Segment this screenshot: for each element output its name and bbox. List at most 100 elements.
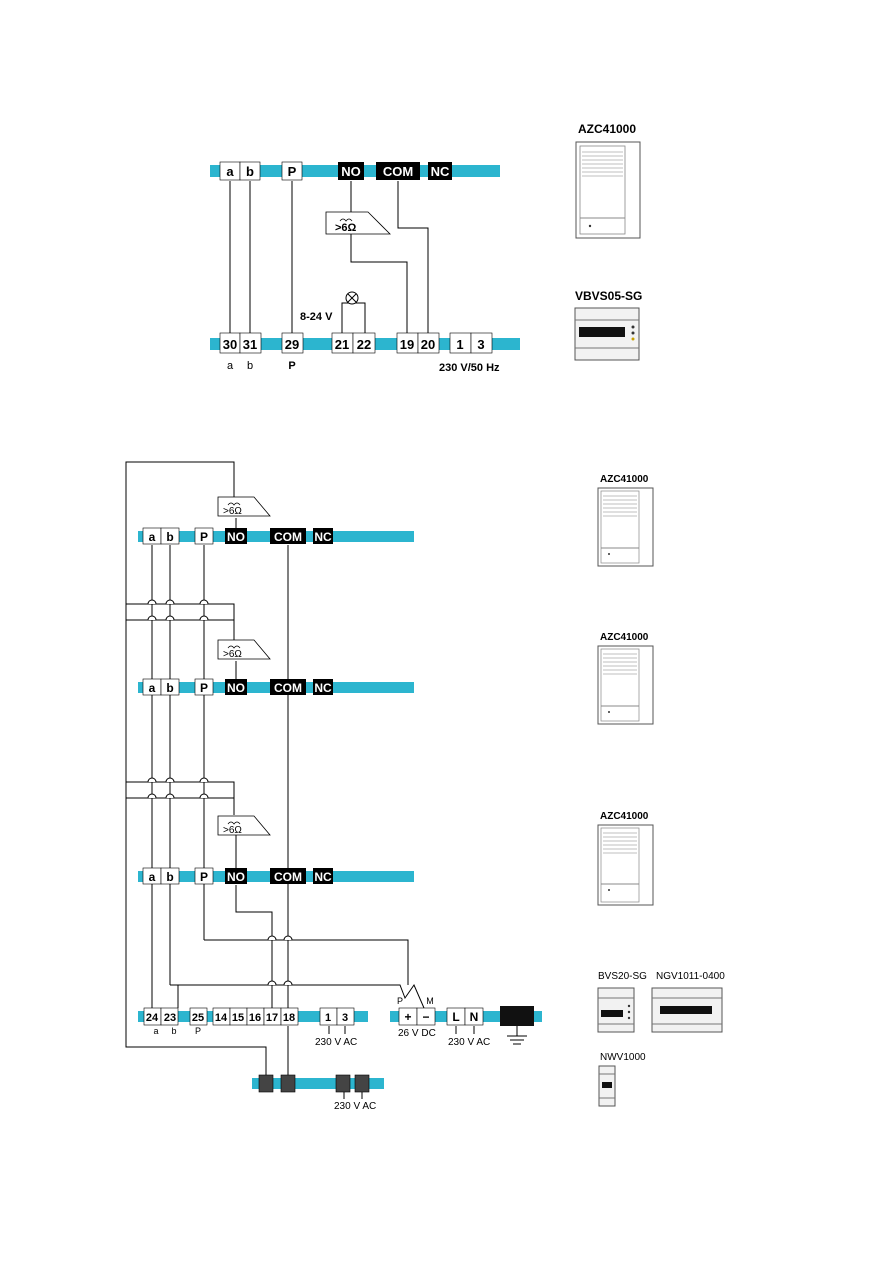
terminal-14: 14 bbox=[215, 1012, 228, 1024]
rail-bottom bbox=[252, 1078, 384, 1089]
lamp-icon bbox=[345, 291, 359, 305]
supply-ac-label: 230 V AC bbox=[315, 1037, 357, 1048]
terminal-no: NO bbox=[227, 870, 245, 884]
terminal-com: COM bbox=[274, 530, 302, 544]
terminal-com: COM bbox=[383, 164, 413, 179]
terminal-p: P bbox=[200, 530, 208, 544]
terminal-nc: NC bbox=[314, 870, 332, 884]
terminal-no: NO bbox=[227, 681, 245, 695]
terminal-a: a bbox=[149, 530, 156, 544]
sublabel-b: b bbox=[171, 1026, 176, 1036]
supply-label: 230 V/50 Hz bbox=[439, 362, 500, 374]
station-3-terminals: a b P NO COM NC bbox=[142, 867, 333, 885]
terminal-no: NO bbox=[341, 164, 361, 179]
bottom-rail-blocks bbox=[258, 1074, 370, 1093]
terminal-19: 19 bbox=[400, 337, 414, 352]
terminal-21: 21 bbox=[335, 337, 349, 352]
network-unit-icon bbox=[598, 1065, 616, 1107]
door-station-icon bbox=[575, 141, 641, 239]
dc-label-m: M bbox=[426, 996, 434, 1006]
terminal-18: 18 bbox=[283, 1012, 295, 1024]
device-label-door-unit: AZC41000 bbox=[578, 122, 636, 136]
wires bbox=[125, 461, 475, 1099]
diagram-1: 8-24 V >6Ω a b P NO COM NC 30 31 bbox=[210, 122, 642, 374]
terminal-l: L bbox=[452, 1010, 459, 1024]
terminal-p: P bbox=[200, 870, 208, 884]
bus-supply-icon bbox=[597, 987, 635, 1033]
supply-terminals: 24 23 25 14 15 16 17 18 1 3 bbox=[143, 1007, 355, 1026]
terminal-a: a bbox=[149, 870, 156, 884]
ground-icon bbox=[500, 1006, 534, 1045]
terminal-a: a bbox=[149, 681, 156, 695]
terminal-nc: NC bbox=[431, 164, 450, 179]
bottom-rail-label: 230 V AC bbox=[334, 1101, 376, 1112]
power-supply-icon bbox=[651, 987, 723, 1033]
terminal-15: 15 bbox=[232, 1012, 244, 1024]
terminal-plus: + bbox=[404, 1010, 411, 1024]
resistor-label-3: >6Ω bbox=[223, 825, 242, 836]
station-2-terminals: a b P NO COM NC bbox=[142, 678, 333, 696]
dc-voltage-label: 26 V DC bbox=[398, 1028, 436, 1039]
terminal-b: b bbox=[166, 530, 173, 544]
sublabel-p: P bbox=[195, 1026, 201, 1036]
bottom-terminal-strip: 30 31 29 21 22 19 20 1 3 bbox=[219, 332, 493, 354]
device-label-station-3: AZC41000 bbox=[600, 811, 649, 822]
device-label-station-1: AZC41000 bbox=[600, 474, 649, 485]
terminal-b: b bbox=[166, 870, 173, 884]
terminal-17: 17 bbox=[266, 1012, 278, 1024]
terminal-29: 29 bbox=[285, 337, 299, 352]
terminal-com: COM bbox=[274, 681, 302, 695]
ac-terminals: L N bbox=[446, 1007, 484, 1026]
resistor-symbol-1: >6Ω bbox=[217, 496, 271, 517]
door-station-icon-3 bbox=[597, 824, 654, 906]
resistor-symbol: >6Ω bbox=[325, 211, 391, 235]
diagram-2: >6Ω >6Ω >6Ω a b P NO COM NC bbox=[125, 461, 725, 1112]
terminal-p: P bbox=[288, 164, 297, 179]
device-label-supply-unit: VBVS05-SG bbox=[575, 289, 642, 303]
resistor-label-2: >6Ω bbox=[223, 649, 242, 660]
dc-terminals: + − bbox=[398, 1007, 436, 1026]
device-label-bus-supply: BVS20-SG bbox=[598, 971, 647, 982]
sublabel-a: a bbox=[153, 1026, 158, 1036]
terminal-1: 1 bbox=[456, 337, 463, 352]
terminal-a: a bbox=[226, 164, 234, 179]
terminal-nc: NC bbox=[314, 530, 332, 544]
sublabel-p: P bbox=[288, 360, 295, 372]
terminal-3: 3 bbox=[477, 337, 484, 352]
terminal-16: 16 bbox=[249, 1012, 261, 1024]
terminal-minus: − bbox=[422, 1010, 429, 1024]
resistor-symbol-3: >6Ω bbox=[217, 815, 271, 836]
terminal-3: 3 bbox=[342, 1012, 348, 1024]
terminal-23: 23 bbox=[164, 1012, 176, 1024]
dc-label-p: P bbox=[397, 996, 403, 1006]
terminal-24: 24 bbox=[146, 1012, 159, 1024]
terminal-com: COM bbox=[274, 870, 302, 884]
voltage-label: 8-24 V bbox=[300, 311, 333, 323]
terminal-20: 20 bbox=[421, 337, 435, 352]
station-1-terminals: a b P NO COM NC bbox=[142, 527, 333, 545]
resistor-label: >6Ω bbox=[335, 222, 357, 234]
wire-crossovers bbox=[147, 599, 293, 986]
terminal-1: 1 bbox=[325, 1012, 331, 1024]
terminal-b: b bbox=[166, 681, 173, 695]
sublabel-a: a bbox=[227, 360, 234, 372]
terminal-no: NO bbox=[227, 530, 245, 544]
device-label-network-unit: NWV1000 bbox=[600, 1052, 646, 1063]
terminal-22: 22 bbox=[357, 337, 371, 352]
resistor-symbol-2: >6Ω bbox=[217, 639, 271, 660]
resistor-label-1: >6Ω bbox=[223, 506, 242, 517]
terminal-b: b bbox=[246, 164, 254, 179]
door-station-icon-2 bbox=[597, 645, 654, 725]
sublabel-b: b bbox=[247, 360, 253, 372]
terminal-p: P bbox=[200, 681, 208, 695]
top-terminal-strip: a b P NO COM NC bbox=[219, 161, 452, 181]
ac-voltage-label: 230 V AC bbox=[448, 1037, 490, 1048]
terminal-31: 31 bbox=[243, 337, 257, 352]
device-label-station-2: AZC41000 bbox=[600, 632, 649, 643]
terminal-30: 30 bbox=[223, 337, 237, 352]
terminal-nc: NC bbox=[314, 681, 332, 695]
terminal-25: 25 bbox=[192, 1012, 204, 1024]
device-label-power-supply: NGV1011-0400 bbox=[656, 971, 725, 982]
terminal-n: N bbox=[470, 1010, 479, 1024]
